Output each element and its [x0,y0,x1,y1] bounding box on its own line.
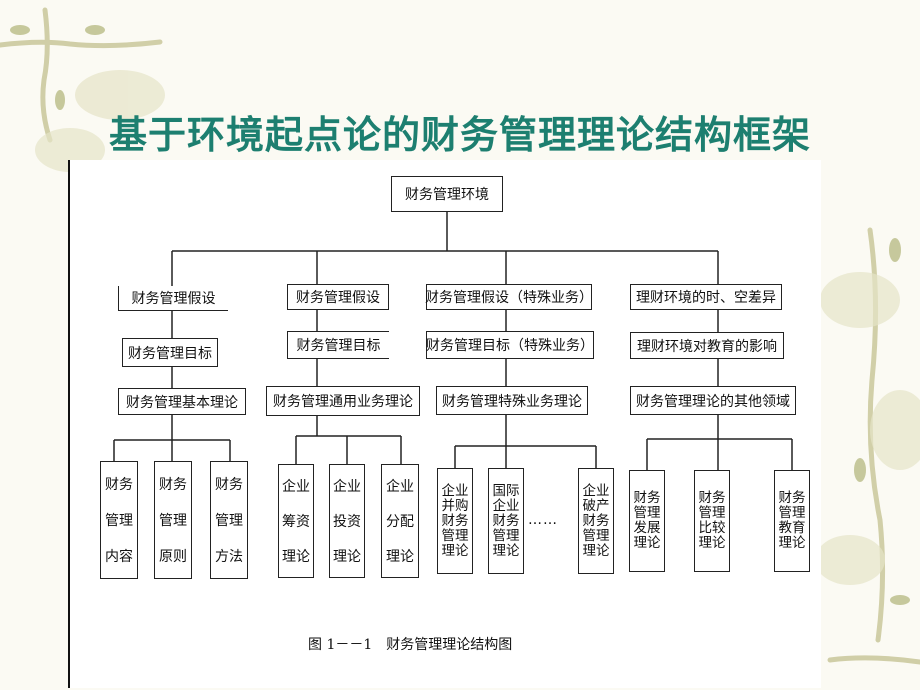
leaf-char: 筹资 [282,513,310,530]
leaf-char: 理论 [698,535,726,551]
leaf-char: 教育 [778,520,806,536]
leaf-char: 财务 [582,512,610,529]
leaf-char: 财务 [778,490,806,506]
leaf-char: 企业 [333,479,361,496]
leaf-char: 财务 [698,490,726,506]
leaf-char: 破产 [582,497,610,514]
leaf-char: 管理 [633,505,661,521]
leaf-char: 企业 [582,482,610,499]
leaf-char: 分配 [386,513,414,530]
leaf-char: 管理 [441,527,469,544]
leaf-char: 内容 [105,549,133,565]
leaf-char: 并购 [441,497,469,514]
leaf-char: 国际 [492,482,520,499]
leaf-node: 财务 管理 方法 [210,461,248,579]
leaf-node: 企业 筹资 理论 [278,464,314,578]
node-objective-special: 财务管理目标（特殊业务） [426,331,594,359]
leaf-node: 财务 管理 比较 理论 [694,470,730,572]
node-other-fields: 财务管理理论的其他领域 [630,386,796,415]
leaf-char: 理论 [441,542,469,559]
leaf-char: 方法 [215,549,243,565]
node-special-theory: 财务管理特殊业务理论 [436,386,588,415]
connector-lines [113,212,793,470]
leaf-node: 企业 并购 财务 管理 理论 [437,468,473,574]
leaf-node: 国际 企业 财务 管理 理论 [488,468,524,574]
node-assumption: 财务管理假设 [118,286,228,311]
leaf-char: 企业 [441,482,469,499]
leaf-char: 原则 [159,549,187,565]
leaf-char: 理论 [778,535,806,551]
leaf-char: 理论 [582,542,610,559]
leaf-char: 投资 [333,513,361,530]
node-time-space-difference: 理财环境的时、空差异 [630,284,782,310]
leaf-char: 企业 [492,497,520,514]
node-objective: 财务管理目标 [122,338,218,367]
structure-diagram: 财务管理环境 财务管理假设 财务管理目标 财务管理基本理论 财务 管理 内容 财… [68,160,821,688]
node-objective: 财务管理目标 [287,331,389,359]
leaf-char: 财务 [105,477,133,493]
leaf-node: 企业 破产 财务 管理 理论 [578,468,614,574]
node-basic-theory: 财务管理基本理论 [118,388,246,415]
node-education-impact: 理财环境对教育的影响 [630,332,784,359]
leaf-char: 管理 [215,513,243,529]
leaf-char: 理论 [386,548,414,565]
leaf-char: 企业 [282,479,310,496]
leaf-char: 财务 [441,512,469,529]
node-assumption: 财务管理假设 [287,284,389,310]
leaf-char: 管理 [492,527,520,544]
leaf-char: 财务 [633,490,661,506]
ellipsis: …… [528,512,558,528]
leaf-char: 管理 [778,505,806,521]
leaf-node: 财务 管理 原则 [154,461,192,579]
node-general-theory: 财务管理通用业务理论 [266,386,420,416]
leaf-char: 理论 [633,535,661,551]
leaf-char: 管理 [105,513,133,529]
leaf-char: 理论 [282,548,310,565]
leaf-char: 理论 [333,548,361,565]
leaf-char: 财务 [159,477,187,493]
leaf-char: 企业 [386,479,414,496]
leaf-node: 财务 管理 发展 理论 [629,470,665,572]
leaf-char: 财务 [215,477,243,493]
leaf-node: 企业 投资 理论 [329,464,365,578]
leaf-char: 财务 [492,512,520,529]
leaf-char: 管理 [159,513,187,529]
figure-caption: 图 1－－1 财务管理理论结构图 [308,637,513,653]
leaf-char: 比较 [698,520,726,536]
leaf-char: 发展 [633,520,661,536]
leaf-char: 管理 [582,527,610,544]
leaf-node: 财务 管理 内容 [100,461,138,579]
leaf-node: 财务 管理 教育 理论 [774,470,810,572]
node-assumption-special: 财务管理假设（特殊业务） [425,284,593,310]
leaf-node: 企业 分配 理论 [381,464,419,578]
leaf-char: 管理 [698,505,726,521]
leaf-char: 理论 [492,542,520,559]
root-node: 财务管理环境 [391,176,503,212]
slide-title: 基于环境起点论的财务管理理论结构框架 [108,112,811,157]
